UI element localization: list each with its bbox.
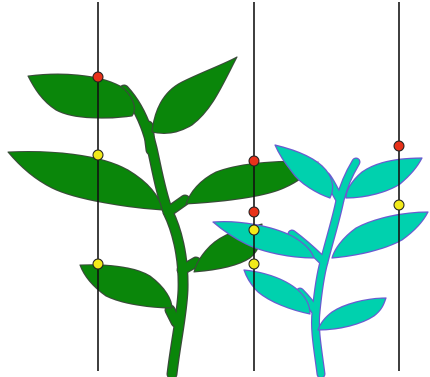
red-marker-dot <box>249 207 259 217</box>
yellow-marker-dot <box>394 200 404 210</box>
red-marker-dot <box>249 156 259 166</box>
teal-leaf-middle-right <box>332 212 428 258</box>
green-leaf-top-left <box>28 74 134 118</box>
green-leaf-middle-left <box>8 152 162 210</box>
yellow-marker-dot <box>249 259 259 269</box>
yellow-marker-dot <box>93 259 103 269</box>
green-plant <box>8 57 318 374</box>
green-leaf-top-right <box>152 57 237 134</box>
teal-leaf-lower-right <box>318 298 386 330</box>
yellow-marker-dot <box>249 225 259 235</box>
green-leaf-lower-left <box>80 265 172 308</box>
red-marker-dot <box>394 141 404 151</box>
yellow-marker-dot <box>93 150 103 160</box>
red-marker-dot <box>93 72 103 82</box>
